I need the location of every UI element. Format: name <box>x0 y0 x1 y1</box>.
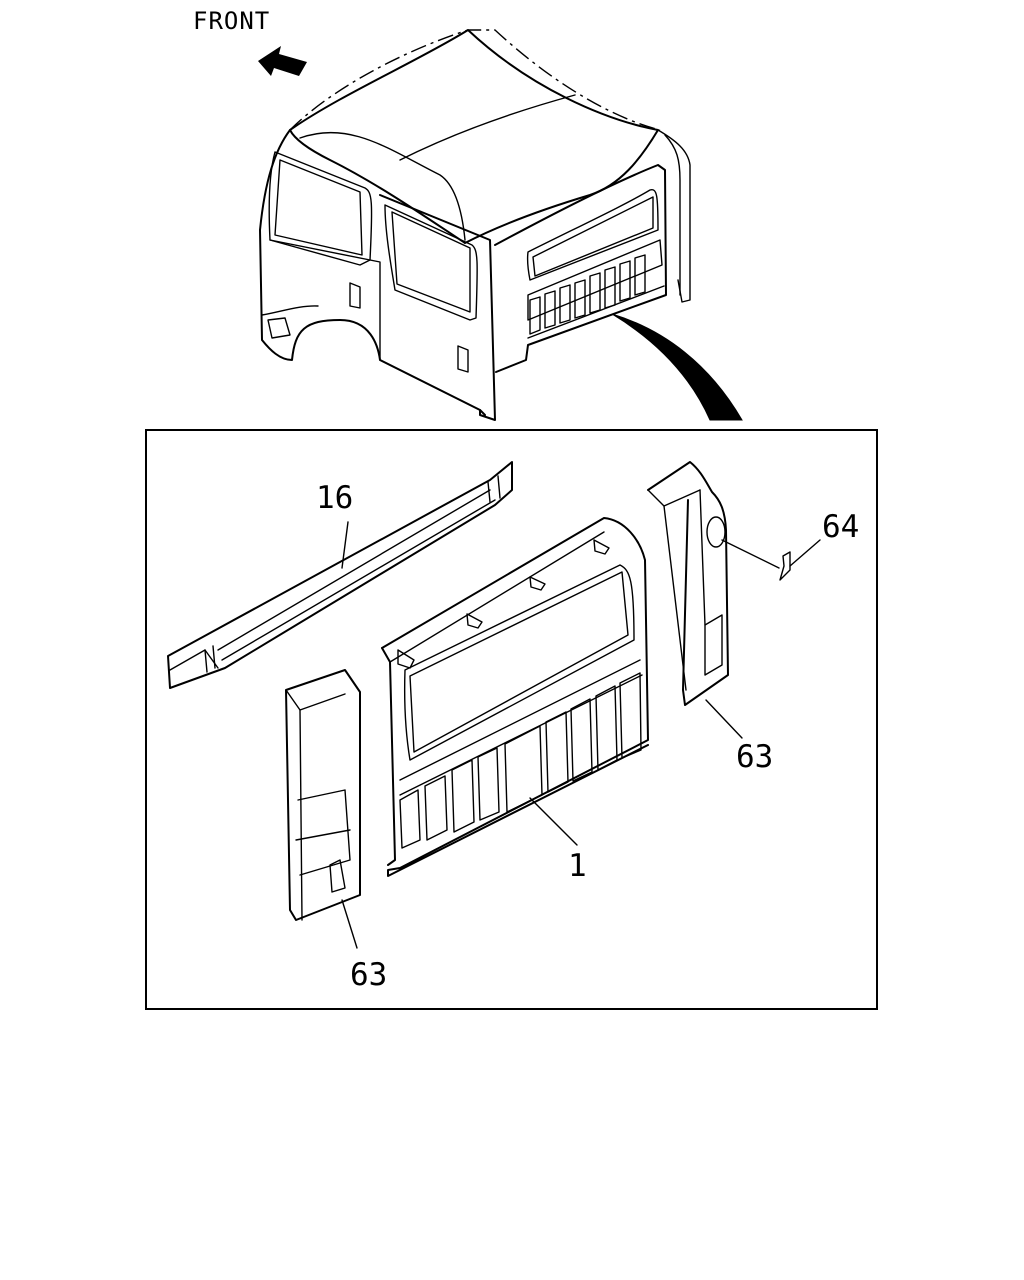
callout-1: 1 <box>568 848 587 884</box>
roof-rail-part <box>167 461 513 689</box>
callout-arrow <box>611 313 743 421</box>
detail-frame <box>145 429 878 1010</box>
callout-63-left: 63 <box>350 957 387 993</box>
callout-63-right: 63 <box>736 739 773 775</box>
back-panel-part <box>381 517 649 877</box>
arrow-left-icon <box>258 46 307 76</box>
grommet-part <box>779 551 791 581</box>
left-pillar-part <box>285 669 361 921</box>
leader-lines <box>341 521 821 949</box>
callout-64: 64 <box>822 509 859 545</box>
right-pillar-part <box>647 461 729 706</box>
front-label: FRONT <box>193 7 270 35</box>
callout-16: 16 <box>316 480 353 516</box>
cab-overview <box>259 29 691 421</box>
